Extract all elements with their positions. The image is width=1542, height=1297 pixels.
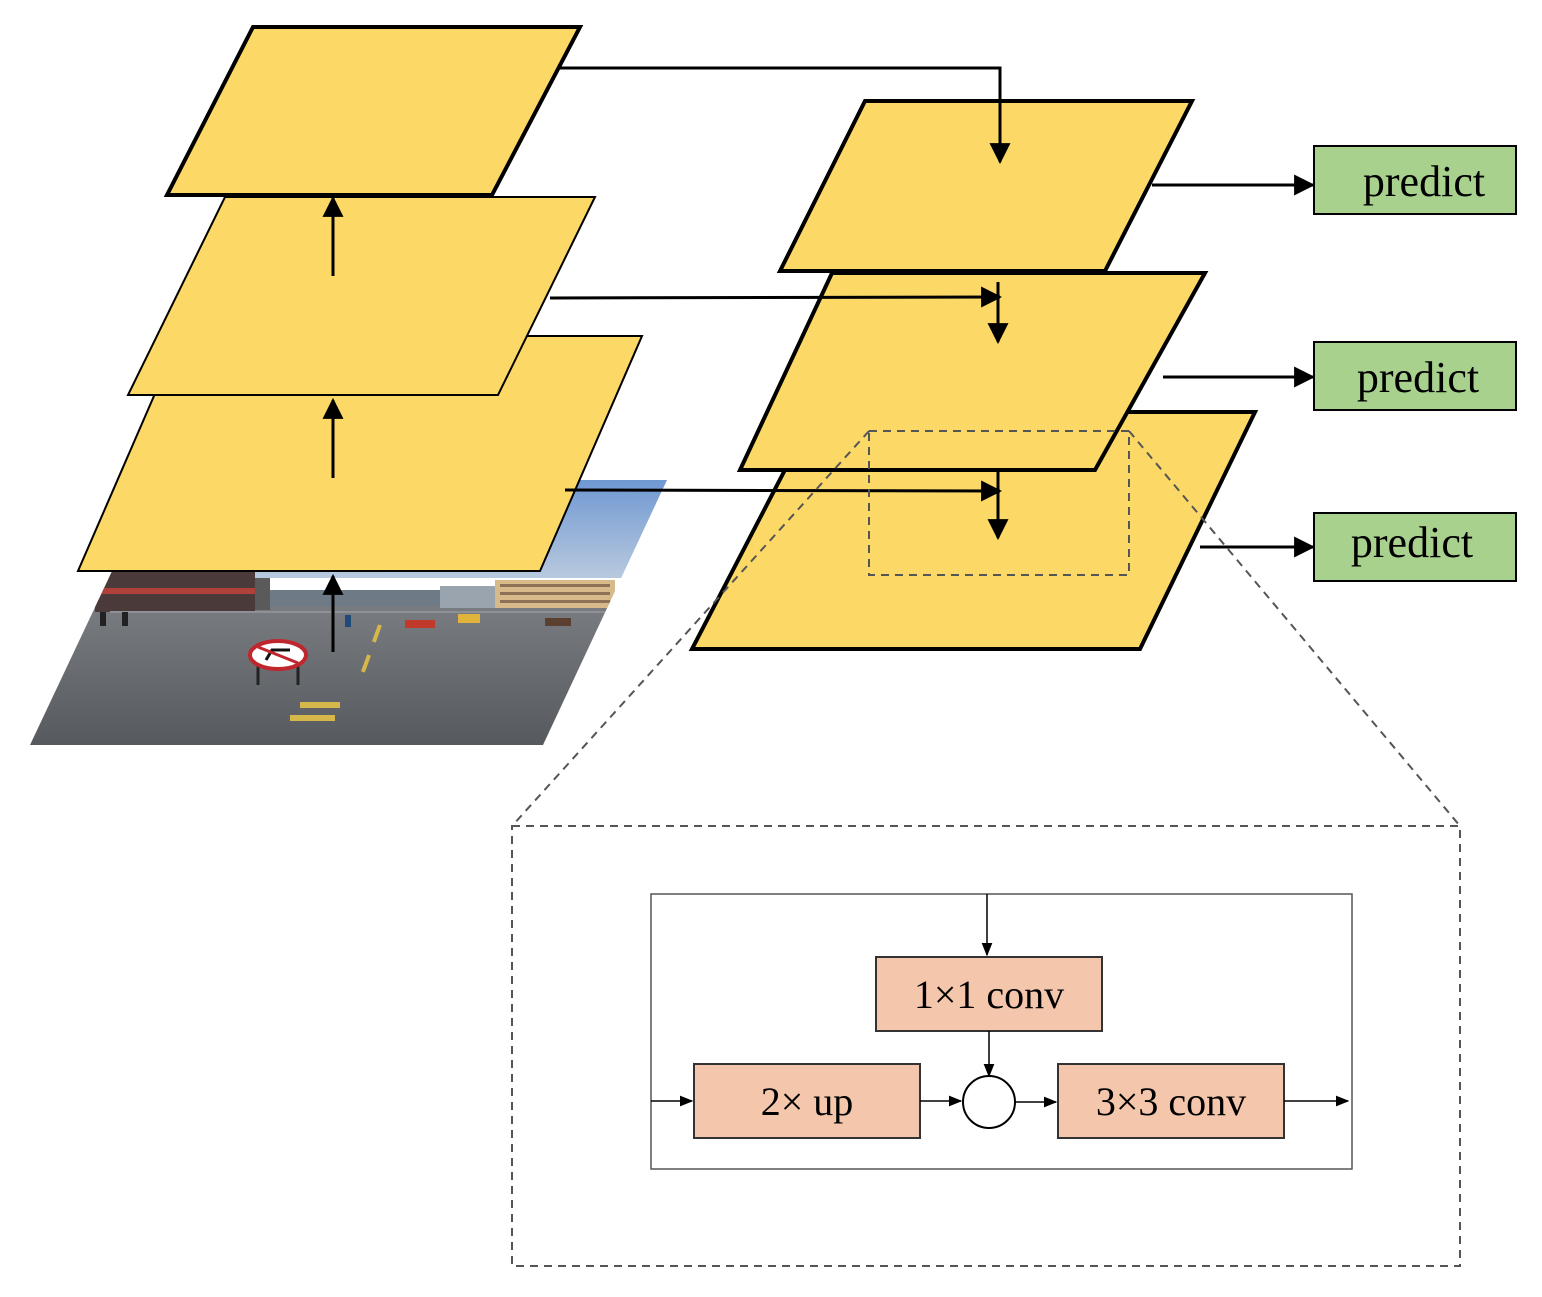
lateral-connections xyxy=(549,66,1011,541)
feature-map-p5 xyxy=(776,99,1196,273)
photo-vehicles xyxy=(100,612,571,628)
up2x-box xyxy=(693,1063,921,1139)
lateral-c3-to-p3 xyxy=(564,480,1003,502)
predict-box-3 xyxy=(1313,512,1517,582)
bottom-up-pathway xyxy=(76,25,644,652)
prediction-heads: predict predict predict xyxy=(1152,145,1517,582)
feature-map-c5 xyxy=(163,25,584,197)
sum-node xyxy=(962,1075,1016,1129)
predict-label-2: predict xyxy=(1357,353,1479,402)
zoom-source-region xyxy=(868,430,1130,576)
photo-buildings xyxy=(95,572,615,612)
conv3x3-label: 3×3 conv xyxy=(1096,1079,1246,1124)
top-down-pathway xyxy=(688,99,1259,651)
predict-box-1 xyxy=(1313,145,1517,215)
merge-block-detail: 1×1 conv 2× up 3×3 conv xyxy=(650,893,1353,1170)
lateral-c5-to-p5 xyxy=(560,66,1011,165)
photo-traffic-sign xyxy=(248,639,308,685)
predict-box-2 xyxy=(1313,341,1517,411)
predict-label-3: predict xyxy=(1351,518,1473,567)
photo-road-markings xyxy=(110,611,640,721)
zoom-guide-right xyxy=(1128,430,1461,827)
zoom-callout xyxy=(511,430,1461,1267)
zoom-guide-left xyxy=(511,430,870,827)
predict-label-1: predict xyxy=(1363,157,1485,206)
lateral-c4-to-p4 xyxy=(549,286,1003,308)
zoom-detail-frame xyxy=(511,825,1461,1267)
conv3x3-box xyxy=(1057,1063,1285,1139)
conv1x1-box xyxy=(875,956,1103,1032)
merge-block-frame xyxy=(650,893,1353,1170)
conv1x1-label: 1×1 conv xyxy=(914,972,1064,1017)
up2x-label: 2× up xyxy=(761,1079,854,1124)
